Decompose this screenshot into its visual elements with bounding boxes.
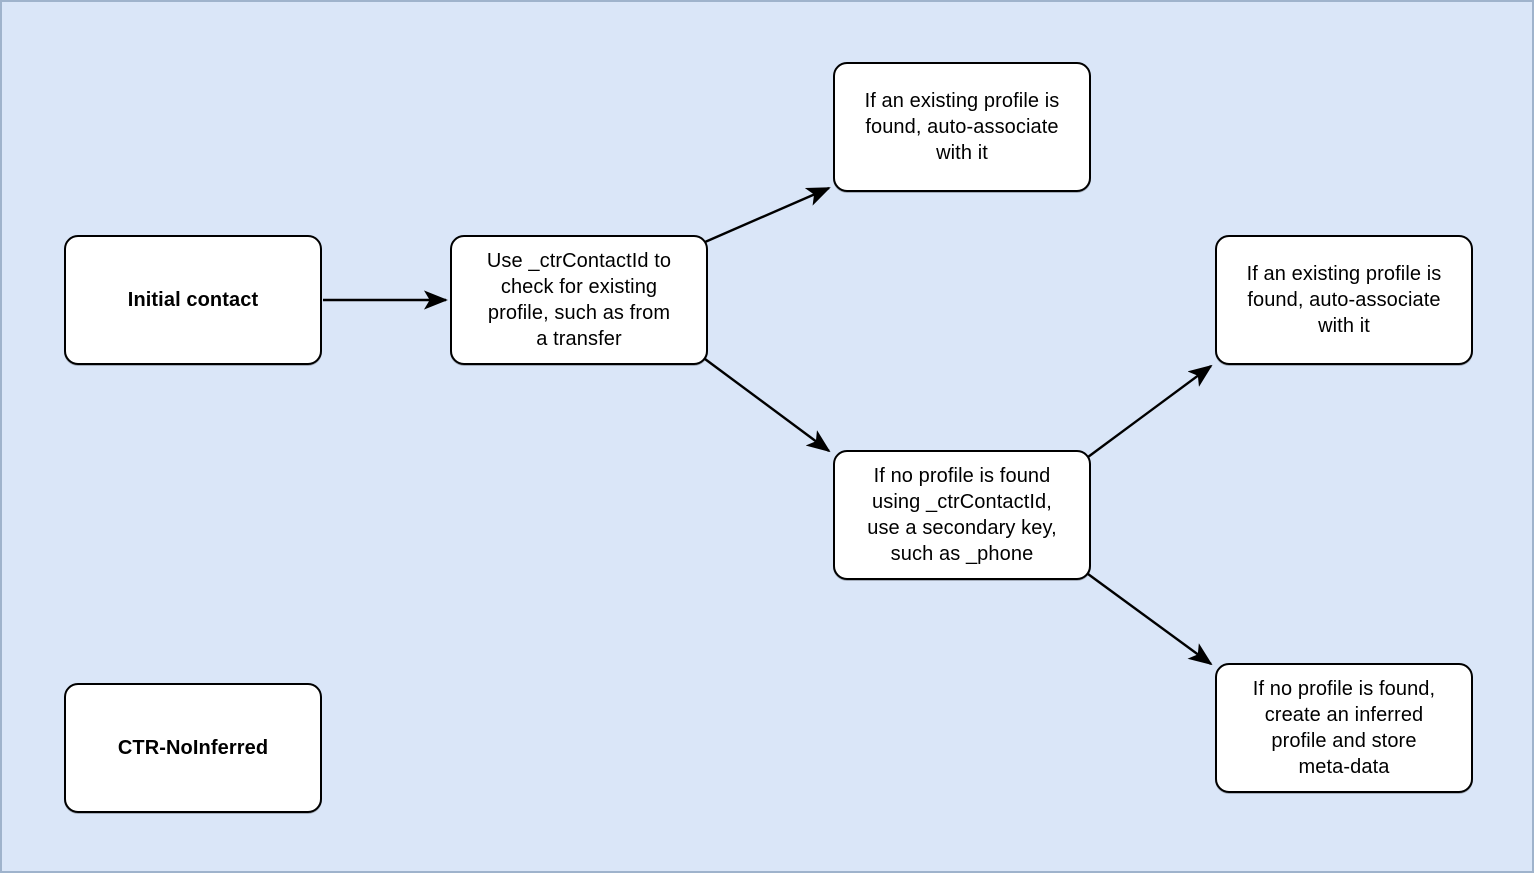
node-ctr-noinferred[interactable]: CTR-NoInferred: [64, 683, 322, 813]
node-existing-profile-auto-associate-top[interactable]: If an existing profile is found, auto-as…: [833, 62, 1091, 192]
node-initial-contact[interactable]: Initial contact: [64, 235, 322, 365]
node-no-profile-secondary-key[interactable]: If no profile is found using _ctrContact…: [833, 450, 1091, 580]
node-label: If no profile is found, create an inferr…: [1252, 678, 1436, 778]
node-label: If no profile is found using _ctrContact…: [867, 465, 1057, 565]
edge-use-ctrcontactid-to-no-profile-secondary-key: [704, 358, 831, 453]
node-use-ctrcontactid[interactable]: Use _ctrContactId to check for existing …: [450, 235, 708, 365]
node-label: Initial contact: [127, 288, 259, 311]
node-no-profile-create-inferred[interactable]: If no profile is found, create an inferr…: [1215, 663, 1473, 793]
node-label: If an existing profile is found, auto-as…: [1246, 263, 1442, 337]
node-label: Use _ctrContactId to check for existing …: [486, 250, 672, 350]
node-label: CTR-NoInferred: [117, 736, 269, 759]
edge-use-ctrcontactid-to-existing-profile-auto-associate-top: [704, 186, 831, 244]
edge-no-profile-secondary-key-to-existing-profile-auto-associate-right: [1087, 364, 1213, 458]
node-label: If an existing profile is found, auto-as…: [864, 90, 1060, 164]
node-existing-profile-auto-associate-right[interactable]: If an existing profile is found, auto-as…: [1215, 235, 1473, 365]
edge-no-profile-secondary-key-to-no-profile-create-inferred: [1087, 573, 1213, 666]
